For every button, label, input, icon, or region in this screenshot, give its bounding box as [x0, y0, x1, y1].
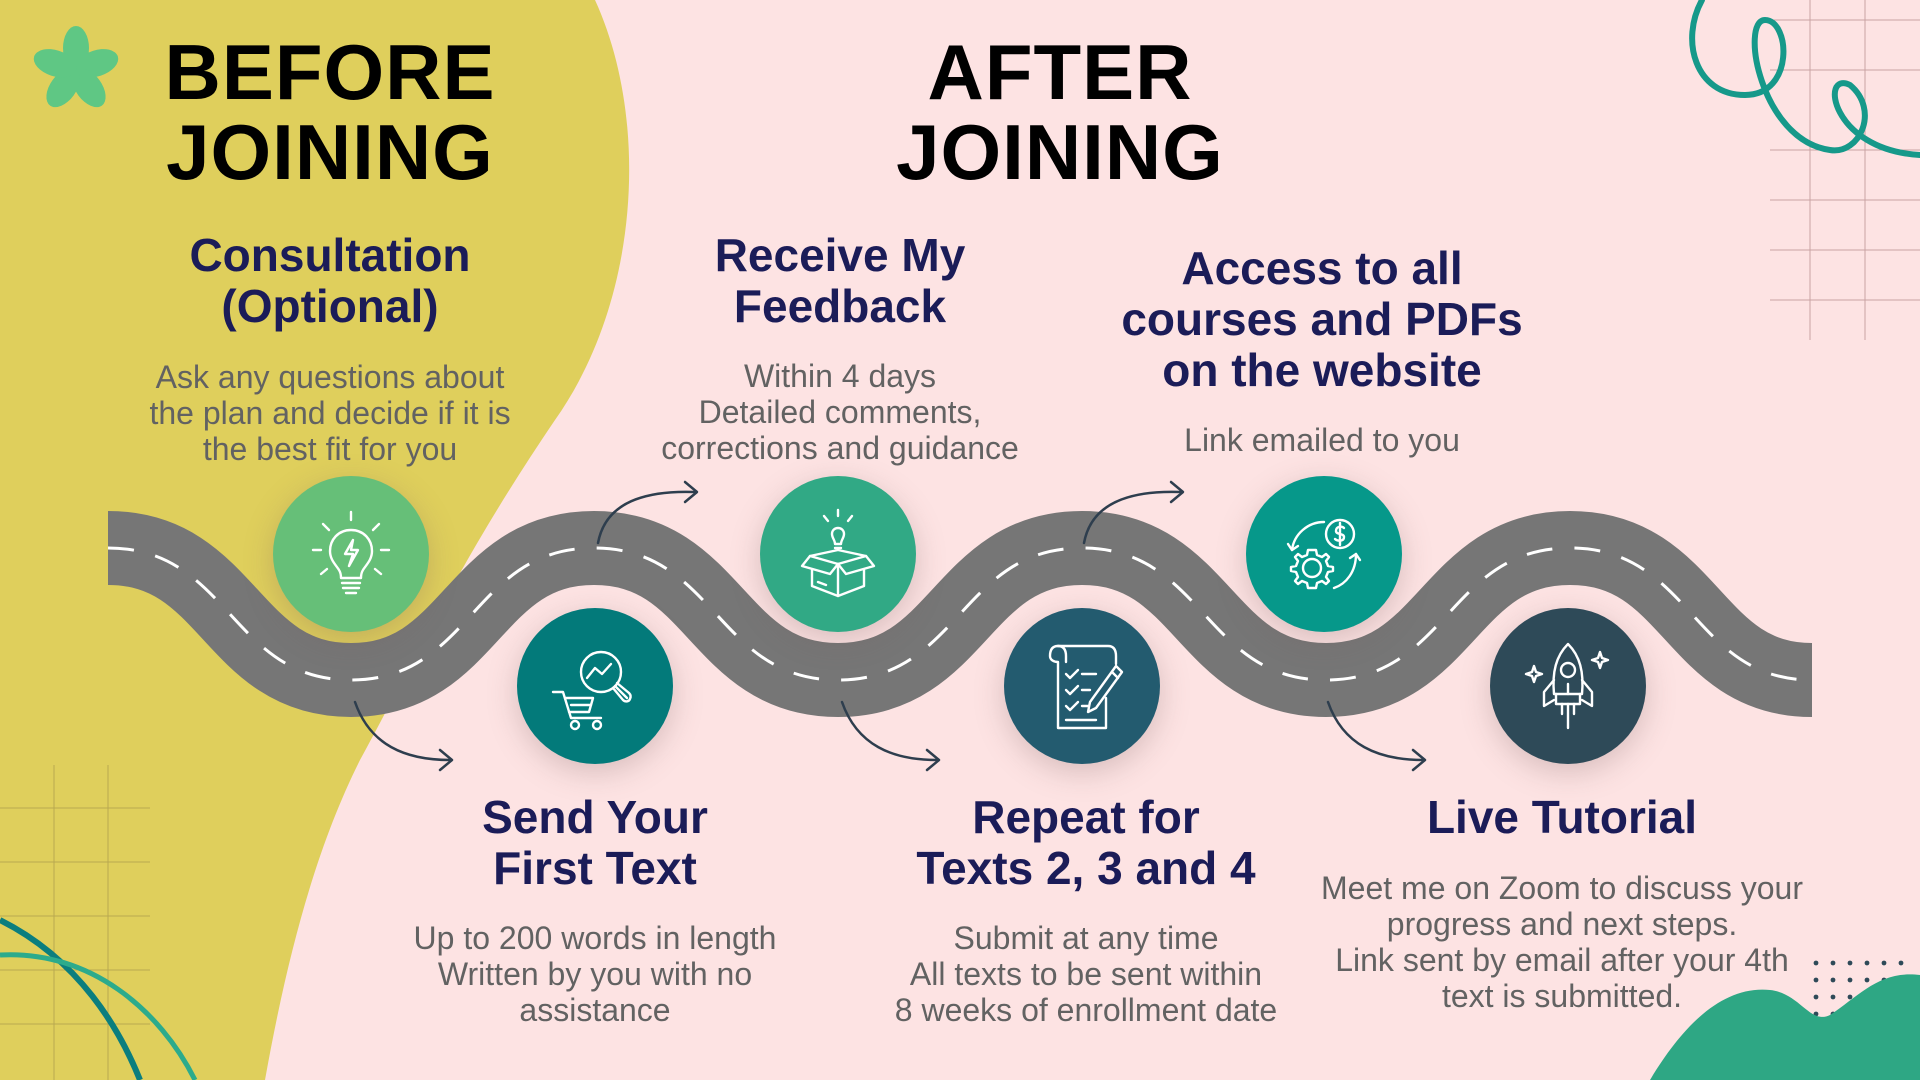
desc-line: Written by you with no [437, 956, 753, 992]
desc-line: 8 weeks of enrollment date [894, 992, 1278, 1028]
desc-line: Within 4 days [743, 358, 937, 394]
title-line: (Optional) [221, 280, 439, 332]
step-3-circle [760, 476, 916, 632]
green-blob [1650, 974, 1920, 1080]
desc-line: progress and next steps. [1386, 906, 1738, 942]
desc-line: assistance [519, 992, 671, 1028]
desc-line: Ask any questions about [155, 359, 505, 395]
step-1-description: Ask any questions about the plan and dec… [90, 359, 570, 467]
checklist-icon [1048, 644, 1124, 730]
step-3-title: Receive My Feedback [600, 230, 1080, 332]
step-4-description: Submit at any time All texts to be sent … [826, 920, 1346, 1028]
box-idea-icon [800, 508, 876, 598]
title-line: courses and PDFs [1121, 293, 1523, 345]
after-joining-heading: AFTER JOINING [860, 32, 1260, 192]
asterisk-icon [33, 26, 119, 108]
step-6-circle [1490, 608, 1646, 764]
heading-line: JOINING [166, 108, 494, 196]
step-4-circle [1004, 608, 1160, 764]
desc-line: Link emailed to you [1184, 422, 1460, 458]
step-2-description: Up to 200 words in length Written by you… [335, 920, 855, 1028]
grid-pattern-right [1770, 0, 1920, 340]
desc-line: corrections and guidance [661, 430, 1019, 466]
arc-decoration [0, 917, 143, 1080]
step-5-title: Access to all courses and PDFs on the we… [1072, 243, 1572, 396]
arc-decoration [0, 952, 198, 1080]
title-line: Consultation [189, 229, 471, 281]
step-1-circle [273, 476, 429, 632]
gear-dollar-icon [1286, 518, 1362, 590]
title-line: Receive My [714, 229, 966, 281]
lightbulb-icon [311, 510, 391, 595]
title-line: Access to all [1181, 242, 1463, 294]
desc-line: text is submitted. [1441, 978, 1683, 1014]
step-4-title: Repeat for Texts 2, 3 and 4 [836, 792, 1336, 894]
step-3-description: Within 4 days Detailed comments, correct… [600, 358, 1080, 466]
desc-line: the best fit for you [202, 431, 458, 467]
heading-line: AFTER [927, 28, 1193, 116]
title-line: Live Tutorial [1426, 791, 1698, 843]
step-5-circle [1246, 476, 1402, 632]
rocket-icon [1524, 642, 1610, 730]
desc-line: Detailed comments, [698, 394, 982, 430]
step-5-description: Link emailed to you [1072, 422, 1572, 458]
title-line: Texts 2, 3 and 4 [916, 842, 1256, 894]
title-line: Repeat for [972, 791, 1200, 843]
step-2-circle [517, 608, 673, 764]
desc-line: the plan and decide if it is [149, 395, 511, 431]
grid-pattern-left [0, 765, 150, 1080]
desc-line: All texts to be sent within [909, 956, 1263, 992]
step-6-title: Live Tutorial [1322, 792, 1802, 843]
desc-line: Submit at any time [953, 920, 1219, 956]
step-6-description: Meet me on Zoom to discuss your progress… [1292, 870, 1832, 1014]
desc-line: Link sent by email after your 4th [1335, 942, 1789, 978]
title-line: on the website [1162, 344, 1482, 396]
step-1-title: Consultation (Optional) [90, 230, 570, 332]
cart-search-icon [551, 650, 632, 731]
desc-line: Meet me on Zoom to discuss your [1321, 870, 1803, 906]
heading-line: JOINING [896, 108, 1224, 196]
heading-line: BEFORE [164, 28, 496, 116]
squiggle-decoration [1689, 0, 1920, 158]
title-line: Feedback [733, 280, 947, 332]
road [106, 510, 1814, 718]
title-line: First Text [493, 842, 697, 894]
title-line: Send Your [482, 791, 708, 843]
arrow-connectors [353, 480, 1427, 772]
before-joining-heading: BEFORE JOINING [130, 32, 530, 192]
step-2-title: Send Your First Text [355, 792, 835, 894]
desc-line: Up to 200 words in length [413, 920, 777, 956]
